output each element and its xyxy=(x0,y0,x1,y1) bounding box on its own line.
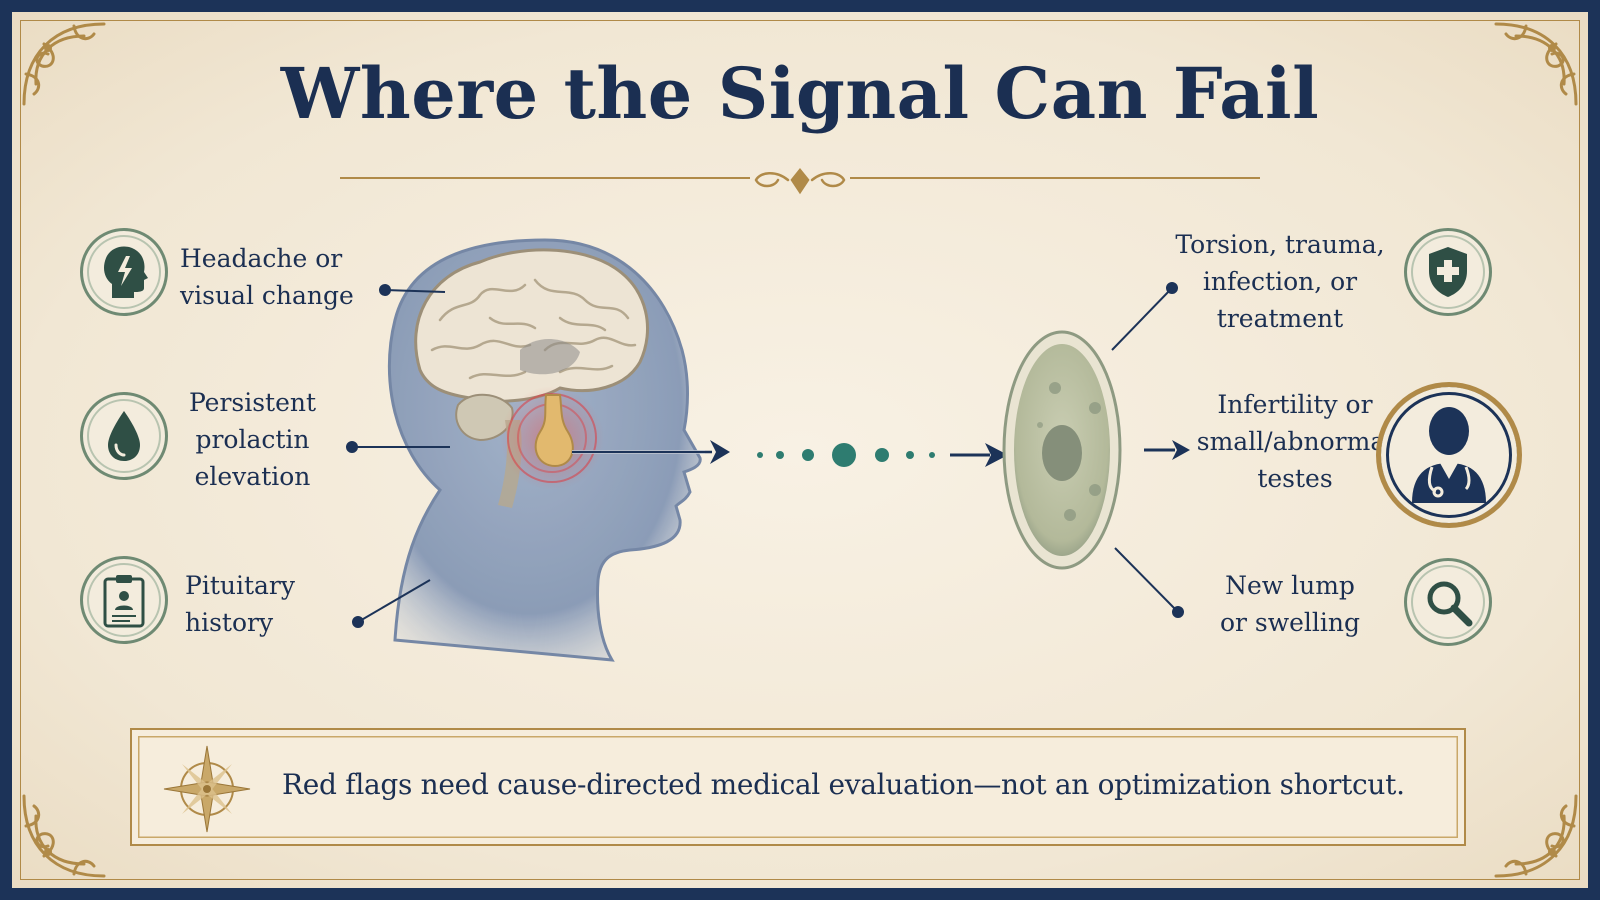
label-line: Infertility or xyxy=(1217,390,1373,419)
label-line: or swelling xyxy=(1219,608,1361,637)
label-line: small/abnormal xyxy=(1196,427,1394,456)
left-label-headache: Headache or visual change xyxy=(180,240,380,314)
warning-banner: Red flags need cause-directed medical ev… xyxy=(130,728,1466,846)
corner-flourish-icon xyxy=(1494,794,1578,878)
right-label-infertility: Infertility or small/abnormal testes xyxy=(1190,386,1400,497)
doctor-icon xyxy=(1376,382,1522,528)
left-label-prolactin: Persistent prolactin elevation xyxy=(170,384,335,495)
corner-flourish-icon xyxy=(22,794,106,878)
label-line: Pituitary xyxy=(185,571,295,600)
output-arrow-icon xyxy=(1172,440,1190,460)
label-line: Torsion, trauma, xyxy=(1175,230,1385,259)
right-label-new-lump: New lump or swelling xyxy=(1200,567,1380,641)
label-line: prolactin xyxy=(195,425,310,454)
label-line: history xyxy=(185,608,274,637)
label-line: Headache or xyxy=(180,244,343,273)
corner-flourish-icon xyxy=(1494,22,1578,106)
brain-illustration xyxy=(414,248,649,508)
right-label-torsion: Torsion, trauma, infection, or treatment xyxy=(1170,226,1390,337)
compass-rose-icon xyxy=(163,745,251,833)
label-line: Persistent xyxy=(188,388,317,417)
shield-cross-icon xyxy=(1404,228,1492,316)
hormone-signal-dots xyxy=(757,443,935,467)
drop-icon xyxy=(80,392,168,480)
label-line: treatment xyxy=(1216,304,1344,333)
page-title: Where the Signal Can Fail xyxy=(280,52,1320,135)
label-line: New lump xyxy=(1225,571,1355,600)
pituitary-gland xyxy=(534,394,574,468)
signal-arrow-icon xyxy=(710,440,730,464)
banner-message: Red flags need cause-directed medical ev… xyxy=(282,768,1405,801)
clipboard-icon xyxy=(80,556,168,644)
label-line: testes xyxy=(1257,464,1333,493)
testis-illustration xyxy=(1002,330,1122,570)
label-line: elevation xyxy=(194,462,311,491)
left-leader-lines xyxy=(346,284,450,628)
right-leader-lines xyxy=(1111,282,1184,618)
magnifier-icon xyxy=(1404,558,1492,646)
title-divider-ornament xyxy=(340,168,1260,195)
corner-flourish-icon xyxy=(22,22,106,106)
label-line: visual change xyxy=(180,281,354,310)
left-label-pituitary-history: Pituitary history xyxy=(185,567,335,641)
head-lightning-icon xyxy=(80,228,168,316)
signal-arrow-icon xyxy=(985,443,1008,467)
label-line: infection, or xyxy=(1202,267,1358,296)
